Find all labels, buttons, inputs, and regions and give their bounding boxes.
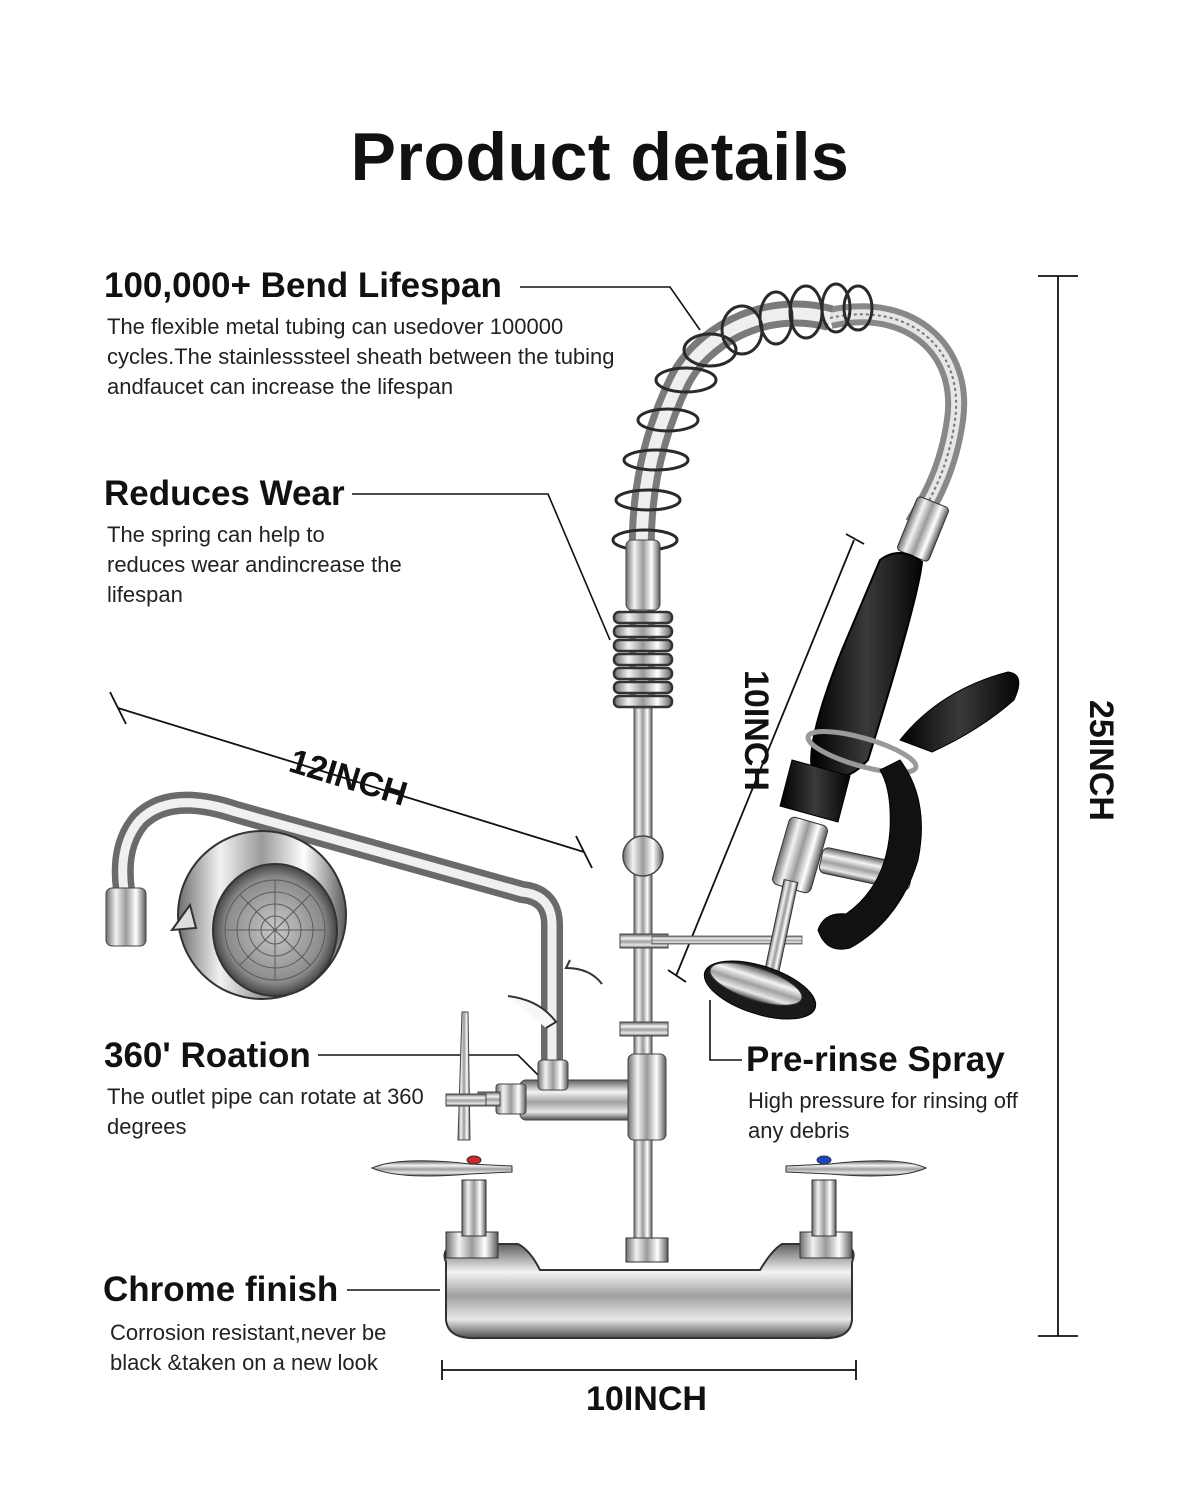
base-body bbox=[443, 1179, 855, 1340]
add-on-valve bbox=[445, 1011, 667, 1141]
feature-wear-title: Reduces Wear bbox=[104, 474, 345, 513]
feature-rotation-title: 360' Roation bbox=[104, 1036, 311, 1075]
dimension-lines bbox=[109, 275, 1078, 1380]
spray-gun bbox=[703, 496, 1020, 1020]
dimension-hose-label: 10INCH bbox=[737, 670, 775, 791]
feature-rotation-desc: The outlet pipe can rotate at 360 degree… bbox=[107, 1084, 424, 1139]
feature-spray-title: Pre-rinse Spray bbox=[746, 1040, 1005, 1079]
cold-handle bbox=[785, 1155, 928, 1177]
page-title: Product details bbox=[350, 119, 850, 195]
feature-chrome-desc: Corrosion resistant,never be black &take… bbox=[110, 1320, 387, 1375]
feature-bend-desc: The flexible metal tubing can usedover 1… bbox=[107, 314, 615, 399]
hot-handle bbox=[370, 1155, 513, 1177]
aerator-detail bbox=[169, 830, 347, 1000]
feature-wear-desc: The spring can help to reduces wear andi… bbox=[107, 522, 402, 607]
tight-coil bbox=[612, 610, 674, 709]
dimension-height-label: 25INCH bbox=[1082, 700, 1120, 821]
riser bbox=[633, 707, 653, 1249]
feature-bend-title: 100,000+ Bend Lifespan bbox=[104, 266, 502, 305]
feature-spray-desc: High pressure for rinsing off any debris bbox=[748, 1088, 1018, 1143]
spring-coils bbox=[611, 282, 874, 552]
feature-chrome-title: Chrome finish bbox=[103, 1270, 339, 1309]
dimension-width-label: 10INCH bbox=[586, 1380, 707, 1418]
leader-lines bbox=[318, 286, 742, 1291]
